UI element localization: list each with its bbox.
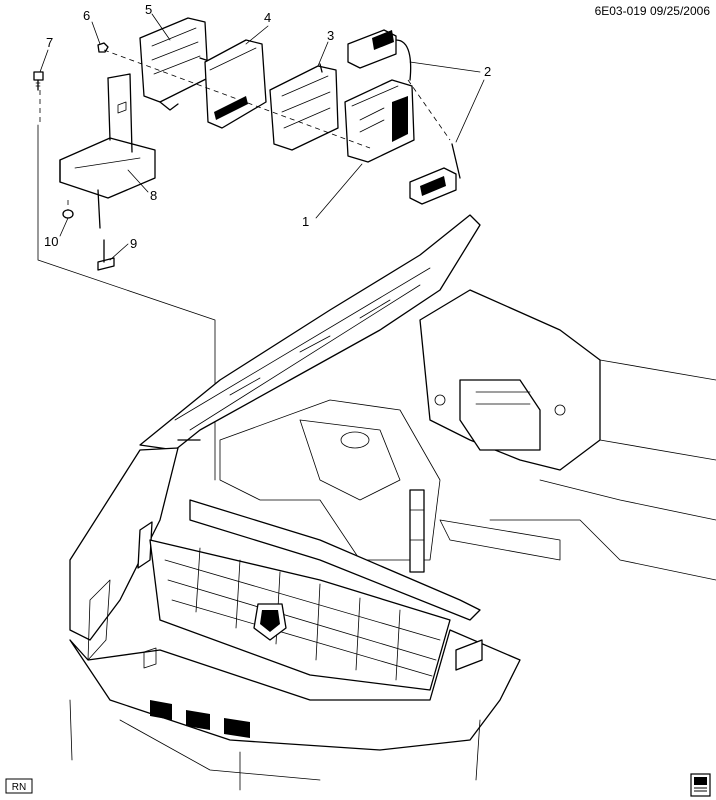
callout-7: 7 bbox=[46, 35, 53, 50]
bracket-3 bbox=[269, 63, 339, 151]
vehicle-front-end bbox=[69, 214, 716, 791]
bracket-5 bbox=[139, 17, 213, 111]
diagram-reference: 6E03-019 09/25/2006 bbox=[595, 4, 711, 18]
stud-9 bbox=[97, 239, 115, 271]
callout-2: 2 bbox=[484, 64, 491, 79]
harness-connector-2 bbox=[347, 29, 461, 205]
nut-6 bbox=[97, 42, 109, 53]
callout-6: 6 bbox=[83, 8, 90, 23]
callout-8: 8 bbox=[150, 188, 157, 203]
bracket-8 bbox=[59, 73, 156, 229]
book-icon bbox=[690, 773, 711, 797]
callout-3: 3 bbox=[327, 28, 334, 43]
rn-badge-label: RN bbox=[12, 782, 26, 793]
rn-badge: RN bbox=[5, 778, 33, 794]
callout-4: 4 bbox=[264, 10, 271, 25]
leader-lines bbox=[39, 13, 485, 261]
callout-5: 5 bbox=[145, 2, 152, 17]
grommet-10 bbox=[62, 209, 74, 219]
callout-10: 10 bbox=[44, 234, 58, 249]
assembly-lines bbox=[39, 49, 451, 210]
callout-9: 9 bbox=[130, 236, 137, 251]
callout-1: 1 bbox=[302, 214, 309, 229]
bolt-7 bbox=[33, 71, 44, 91]
cover-4 bbox=[204, 39, 267, 129]
engine-control-module-1 bbox=[344, 79, 415, 163]
